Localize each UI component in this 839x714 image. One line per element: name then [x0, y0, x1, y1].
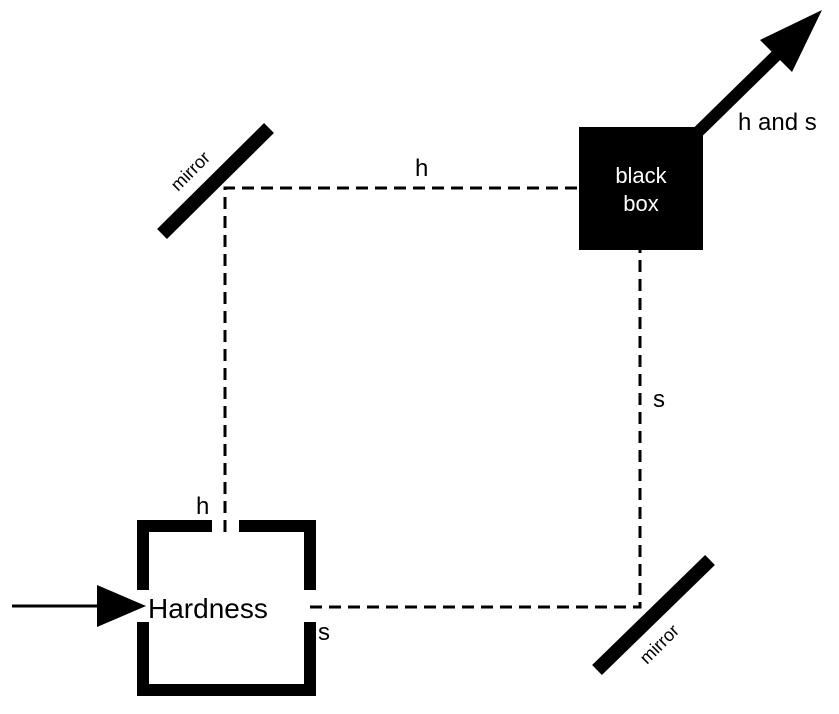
output-arrow-shaft [693, 37, 795, 137]
black-box [579, 127, 703, 250]
input-arrow-head [97, 585, 146, 627]
output-label: h and s [738, 109, 817, 136]
black-box-label-line1: black [615, 163, 667, 188]
hardness-box [137, 520, 316, 696]
black-box-label-line2: box [623, 191, 658, 216]
s-path-vertical-label: s [653, 386, 665, 413]
output-arrow-head [760, 10, 822, 72]
s-path [310, 250, 642, 609]
hardness-box-label: Hardness [148, 593, 268, 624]
mirror-top-left [157, 123, 274, 239]
h-path-horizontal-label: h [415, 155, 428, 182]
s-path-horizontal-label: s [318, 619, 330, 646]
mirror-bottom-right [592, 554, 715, 676]
h-path-vertical-label: h [196, 493, 209, 520]
h-path [223, 186, 579, 532]
